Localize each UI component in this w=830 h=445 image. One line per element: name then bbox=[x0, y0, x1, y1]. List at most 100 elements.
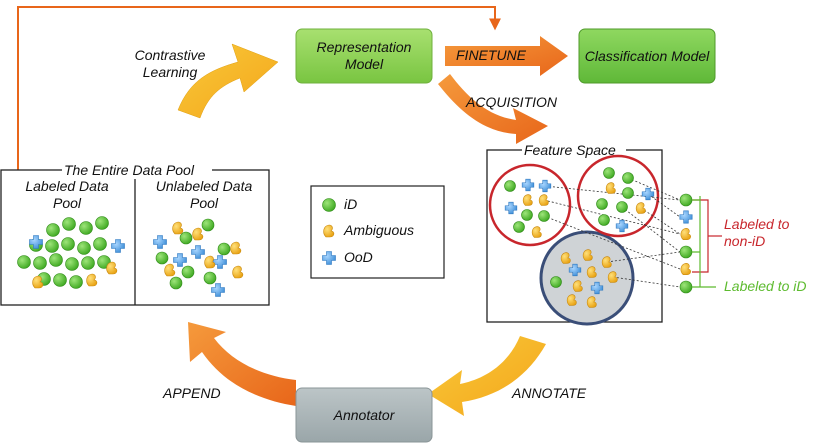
id-dot bbox=[69, 275, 83, 289]
contrastive-arrow bbox=[177, 43, 279, 119]
ood-cross bbox=[211, 283, 225, 297]
ambiguous-dot bbox=[566, 294, 577, 306]
ood-cross bbox=[568, 263, 582, 277]
id-dot bbox=[679, 193, 693, 207]
id-bracket bbox=[692, 196, 716, 288]
labeled-pool-label: Labeled Data Pool bbox=[25, 178, 109, 211]
ambiguous-dot bbox=[538, 194, 549, 206]
id-dot bbox=[550, 276, 562, 288]
ambiguous-dot bbox=[522, 194, 533, 206]
id-dot bbox=[679, 245, 693, 259]
id-dot bbox=[61, 237, 75, 251]
contrastive-learning-label: Contrastive Learning bbox=[134, 47, 206, 80]
ambiguous-dot bbox=[230, 241, 242, 255]
acquisition-arrow bbox=[438, 74, 548, 144]
ambiguous-dot bbox=[680, 262, 691, 275]
id-dot bbox=[598, 214, 610, 226]
id-dot bbox=[538, 210, 550, 222]
ood-cross bbox=[322, 251, 336, 265]
id-dot bbox=[169, 276, 183, 290]
ood-cross bbox=[538, 179, 552, 193]
ambiguous-dot bbox=[560, 252, 571, 264]
ambiguous-dot bbox=[582, 249, 593, 261]
ambiguous-dot bbox=[32, 275, 44, 289]
id-dot bbox=[155, 251, 169, 265]
legend-ambiguous-label: Ambiguous bbox=[344, 222, 415, 238]
ood-cross bbox=[615, 219, 629, 233]
ood-cross bbox=[504, 201, 518, 215]
id-dot bbox=[81, 256, 95, 270]
ambiguous-dot bbox=[607, 271, 618, 283]
id-dot bbox=[217, 242, 231, 256]
annotate-arrow bbox=[428, 336, 546, 416]
id-dot bbox=[46, 223, 60, 237]
ood-cross bbox=[521, 178, 535, 192]
annotator-box bbox=[295, 387, 433, 443]
ood-cross bbox=[641, 187, 655, 201]
ood-cross bbox=[590, 281, 604, 295]
finetune-arrow bbox=[445, 36, 568, 76]
ambiguous-dot bbox=[586, 266, 597, 278]
ambiguous-dot bbox=[192, 227, 204, 241]
id-dot bbox=[45, 239, 59, 253]
id-dot bbox=[65, 257, 79, 271]
id-dot bbox=[603, 167, 615, 179]
feedback-line bbox=[17, 6, 501, 196]
id-dot bbox=[521, 209, 533, 221]
id-dot bbox=[622, 172, 634, 184]
id-dot bbox=[322, 198, 336, 212]
mapping-line bbox=[621, 206, 681, 253]
id-dot bbox=[17, 255, 31, 269]
id-dot bbox=[62, 217, 76, 231]
ood-cross bbox=[191, 245, 205, 259]
id-dot bbox=[79, 221, 93, 235]
mapping-line bbox=[647, 193, 681, 218]
representation-model-label: Representation Model bbox=[316, 39, 412, 72]
append-label: APPEND bbox=[163, 385, 221, 401]
ambiguous-dot bbox=[86, 273, 98, 287]
ambiguous-dot bbox=[586, 296, 597, 308]
unlabeled-pool-label: Unlabeled Data Pool bbox=[155, 178, 253, 211]
ambiguous-dot bbox=[204, 255, 216, 269]
ood-cross bbox=[29, 235, 43, 249]
id-dot bbox=[77, 241, 91, 255]
id-dot bbox=[93, 237, 107, 251]
ood-cross bbox=[111, 239, 125, 253]
id-dot bbox=[179, 231, 193, 245]
ambiguous-dot bbox=[164, 263, 176, 277]
data-pool-title: The Entire Data Pool bbox=[64, 162, 194, 178]
annotate-label: ANNOTATE bbox=[512, 385, 587, 401]
ambiguous-dot bbox=[531, 226, 542, 238]
append-arrow bbox=[188, 322, 296, 406]
mapping-line bbox=[543, 215, 681, 270]
cluster-right bbox=[576, 154, 660, 238]
classification-model-label: Classification Model bbox=[584, 47, 710, 64]
ambiguous-dot bbox=[323, 224, 335, 238]
ambiguous-dot bbox=[601, 256, 612, 268]
finetune-label: FINETUNE bbox=[456, 47, 526, 63]
legend-ood-label: OoD bbox=[344, 249, 373, 265]
id-dot bbox=[679, 280, 693, 294]
acquisition-label: ACQUISITION bbox=[466, 94, 558, 110]
ambiguous-dot bbox=[232, 265, 244, 279]
classification-model-box bbox=[578, 28, 716, 84]
representation-model-box bbox=[295, 28, 433, 84]
id-dot bbox=[95, 216, 109, 230]
mapping-line bbox=[544, 185, 681, 201]
legend-id-label: iD bbox=[344, 196, 358, 212]
feature-space-title: Feature Space bbox=[524, 142, 616, 158]
id-dot bbox=[201, 218, 215, 232]
ambiguous-dot bbox=[635, 202, 646, 214]
ambiguous-dot bbox=[680, 227, 691, 240]
id-dot bbox=[513, 221, 525, 233]
ood-cross bbox=[679, 210, 693, 224]
ood-cross bbox=[173, 253, 187, 267]
id-dot bbox=[33, 256, 47, 270]
annotator-label: Annotator bbox=[333, 406, 395, 423]
ambiguous-dot bbox=[172, 221, 184, 235]
id-dot bbox=[203, 271, 217, 285]
ambiguous-dot bbox=[572, 280, 583, 292]
id-dot bbox=[53, 273, 67, 287]
ambiguous-dot bbox=[605, 182, 616, 194]
id-dot bbox=[616, 201, 628, 213]
